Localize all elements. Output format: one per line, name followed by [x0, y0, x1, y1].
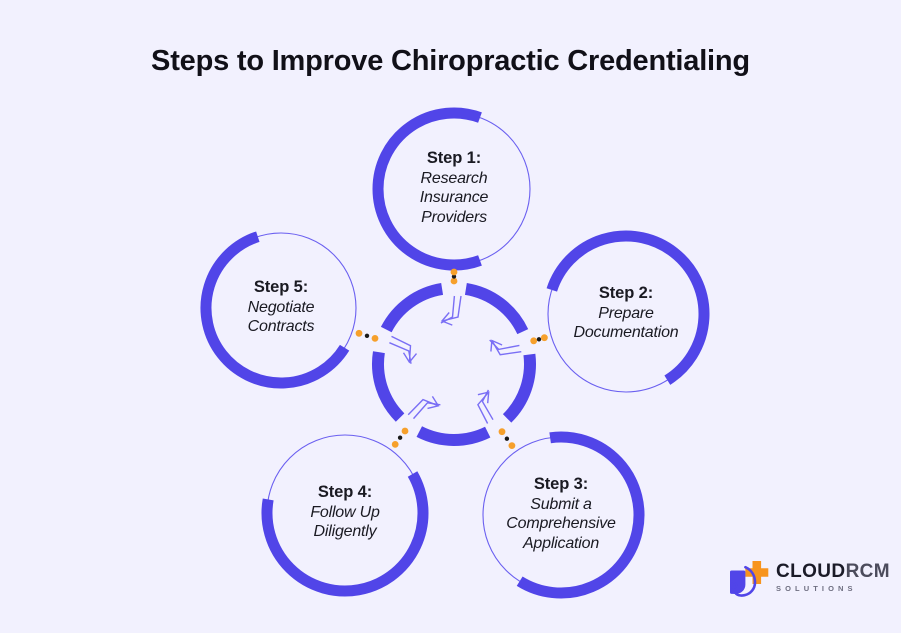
- connector-center-step-5-dot-3: [355, 329, 363, 337]
- logo-wordmark: CLOUDRCM SOLUTIONS: [776, 561, 890, 593]
- center-ring-segment-1: [464, 283, 529, 335]
- center-ring-layer: [372, 283, 536, 446]
- center-arrow-1-shaft-outline-2: [440, 295, 456, 324]
- step-circle-2[interactable]: [546, 230, 710, 393]
- step-3-progress-arc: [516, 431, 645, 599]
- connector-center-step-1-dot-3: [450, 268, 458, 276]
- center-arrow-3: [477, 389, 494, 424]
- step-circle-1[interactable]: [372, 107, 531, 271]
- center-arrow-4-shaft-outline-2: [412, 402, 441, 420]
- step-circles-layer: [200, 107, 710, 599]
- step-4-progress-arc: [261, 471, 429, 597]
- connector-center-step-1: [450, 268, 458, 285]
- center-arrow-4: [407, 396, 441, 420]
- logo-name-cloud: CLOUD: [776, 561, 846, 582]
- center-arrow-5-head: [402, 352, 418, 364]
- connector-center-step-5: [355, 329, 379, 342]
- logo-name-rcm: RCM: [845, 561, 891, 582]
- center-ring-segment-2: [502, 353, 536, 423]
- center-ring-segment-5: [380, 283, 444, 333]
- connector-center-step-5-dot-2: [364, 333, 370, 338]
- connector-center-step-3-dot-2: [504, 436, 510, 441]
- center-arrow-5-shaft-outline-2: [389, 342, 412, 364]
- center-arrow-1: [440, 295, 462, 326]
- connector-center-step-2-dot-1: [530, 337, 538, 345]
- connector-center-step-2-dot-3: [541, 334, 548, 342]
- page-title: Steps to Improve Chiropractic Credential…: [151, 45, 750, 77]
- center-arrow-5: [389, 335, 418, 364]
- connector-center-step-4: [391, 427, 409, 448]
- center-arrow-1-head: [440, 312, 453, 326]
- connector-center-step-5-dot-1: [371, 335, 379, 342]
- logo-tagline: SOLUTIONS: [776, 584, 857, 593]
- step-circle-5[interactable]: [200, 231, 357, 389]
- connector-center-step-1-dot-2: [451, 274, 457, 279]
- step-5-progress-arc: [200, 231, 350, 389]
- connector-center-step-3: [498, 428, 516, 449]
- cloudrcm-logo: CLOUDRCM SOLUTIONS: [726, 554, 890, 606]
- center-arrow-2-shaft-outline-2: [489, 339, 520, 351]
- connector-center-step-1-dot-1: [450, 277, 458, 285]
- step-circle-3[interactable]: [482, 431, 645, 599]
- connector-center-step-4-dot-2: [397, 435, 403, 440]
- center-arrow-4-head: [427, 396, 440, 410]
- step-1-progress-arc: [372, 107, 482, 271]
- connector-center-step-2: [530, 334, 548, 345]
- connector-center-step-4-dot-1: [401, 427, 409, 435]
- connectors-layer: [355, 268, 548, 449]
- connector-center-step-2-dot-2: [536, 337, 542, 342]
- center-arrow-3-shaft-outline-2: [481, 389, 494, 421]
- center-arrow-2-head: [490, 339, 503, 352]
- connector-center-step-3-dot-3: [508, 442, 516, 449]
- step-circle-4[interactable]: [261, 434, 429, 597]
- center-ring-segment-4: [372, 351, 405, 422]
- center-ring-segment-3: [416, 426, 491, 446]
- logo-mark-icon: [730, 561, 769, 597]
- connector-center-step-4-dot-3: [391, 441, 399, 448]
- connector-center-step-3-dot-1: [498, 428, 506, 436]
- center-arrow-3-head: [477, 391, 490, 404]
- logo-name: CLOUDRCM: [776, 561, 890, 582]
- step-2-progress-arc: [546, 230, 710, 385]
- center-arrow-2: [489, 339, 522, 356]
- center-arrow-3-shaft-outline: [477, 391, 490, 424]
